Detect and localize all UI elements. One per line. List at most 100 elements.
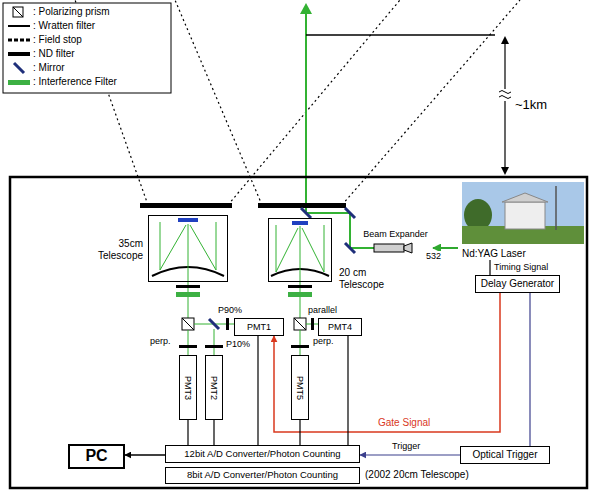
box-label: PMT4 <box>328 322 352 332</box>
annotation: perp. <box>313 336 334 347</box>
annotation: parallel <box>308 305 337 316</box>
light-ray <box>302 225 324 272</box>
node-label: Nd:YAG Laser <box>462 248 526 260</box>
laser-photo <box>502 193 548 202</box>
legend-row: : ND filter <box>3 47 169 61</box>
signal-line <box>529 293 530 446</box>
wratten-filter <box>176 285 200 288</box>
nd-filter <box>205 345 223 348</box>
nd-filter <box>179 345 197 348</box>
laser-photo <box>555 186 557 230</box>
prism-symbol <box>13 7 23 17</box>
prism-symbol <box>13 7 23 17</box>
fov-line <box>175 0 262 205</box>
dimension-arrowhead <box>501 167 509 175</box>
box-label: PMT1 <box>247 322 271 332</box>
mirror <box>301 208 311 218</box>
interference-filter <box>176 292 200 297</box>
signal-line <box>299 420 300 445</box>
pmt-box: PMT3 <box>179 355 197 420</box>
telescope-window <box>140 203 232 208</box>
laser-photo <box>462 182 584 244</box>
break-mark <box>499 96 511 99</box>
light-ray <box>190 222 216 270</box>
legend-row: : Field stop <box>3 33 169 47</box>
light-ray <box>300 330 301 355</box>
beam-expander-icon <box>374 244 404 252</box>
legend-text: : Mirror <box>33 61 65 75</box>
legend-text: : Field stop <box>33 33 82 47</box>
annotation: P10% <box>226 339 250 350</box>
signal-line <box>257 336 258 445</box>
beam-expander: Beam Expander <box>358 228 433 256</box>
wratten-symbol <box>8 25 30 27</box>
computer-box: PC <box>68 444 125 469</box>
converter-box: 12bit A/D Converter/Photon Counting <box>165 445 360 463</box>
nd-filter <box>291 345 309 348</box>
legend-text: : Interference Filter <box>33 75 117 89</box>
pmt-box: PMT5 <box>291 355 309 420</box>
dimension-line <box>504 42 505 89</box>
nd-filter <box>311 318 314 330</box>
secondary-mirror <box>292 221 308 225</box>
node-label: 20 cm Telescope <box>339 267 393 290</box>
legend-text: : ND filter <box>33 47 75 61</box>
box-label: 8bit A/D Converter/Photon Counting <box>187 470 338 481</box>
polarizing-prism <box>182 318 194 330</box>
box-label: Delay Generator <box>481 278 554 290</box>
laser-beam <box>433 247 458 249</box>
nd-filter <box>226 318 229 330</box>
break-mark <box>499 91 511 94</box>
box-label: PMT5 <box>295 375 305 399</box>
mirror <box>345 243 355 253</box>
laser-photo <box>505 202 545 229</box>
signal-label: Timing Signal <box>494 262 548 273</box>
box-label: PMT2 <box>209 375 219 399</box>
range-line <box>306 34 495 36</box>
laser-beam <box>305 12 307 213</box>
legend-row: : Wratten filter <box>3 19 169 33</box>
box-label: Optical Trigger <box>472 449 537 461</box>
process-box: Delay Generator <box>475 275 560 293</box>
signal-label: Trigger <box>392 441 420 452</box>
light-ray <box>276 225 298 272</box>
box-label: 12bit A/D Converter/Photon Counting <box>184 449 340 460</box>
signal-label: 532 <box>426 251 441 262</box>
secondary-mirror <box>178 218 198 222</box>
light-ray <box>214 329 215 355</box>
fov-line <box>342 0 520 205</box>
signal-label: Gate Signal <box>378 417 430 429</box>
annotation: perp. <box>150 336 171 347</box>
light-ray <box>160 222 186 270</box>
dimension-arrowhead <box>501 36 509 44</box>
dimension-line <box>504 101 505 168</box>
polarizing-prism <box>182 318 194 330</box>
signal-line <box>360 454 460 455</box>
signal-line <box>489 260 490 275</box>
distance-label: ~1km <box>515 97 547 113</box>
signal-line <box>347 336 348 445</box>
converter-box: 8bit A/D Converter/Photon Counting <box>165 467 360 484</box>
beam-expander-icon <box>404 243 412 253</box>
process-box: Optical Trigger <box>460 446 550 464</box>
legend-text: : Wratten filter <box>33 19 95 33</box>
field-stop-symbol <box>8 39 30 42</box>
pmt-box: PMT1 <box>234 318 284 336</box>
legend-swatch <box>8 80 30 85</box>
legend: : Polarizing prism: Wratten filter: Fiel… <box>3 3 171 93</box>
signal-line <box>213 420 214 445</box>
mirror <box>345 208 355 218</box>
pmt-box: PMT4 <box>318 318 362 336</box>
light-ray <box>300 226 301 318</box>
box-label: PC <box>85 447 107 465</box>
box-label: PMT3 <box>183 375 193 399</box>
legend-box <box>3 3 171 93</box>
fov-line <box>228 0 400 205</box>
light-ray <box>188 330 189 355</box>
wratten-filter <box>288 285 312 288</box>
partial-mirror <box>209 319 219 329</box>
nd-filter-symbol <box>8 52 30 56</box>
signal-line <box>125 454 165 456</box>
housing-frame <box>10 177 587 488</box>
signal-line <box>274 293 500 432</box>
